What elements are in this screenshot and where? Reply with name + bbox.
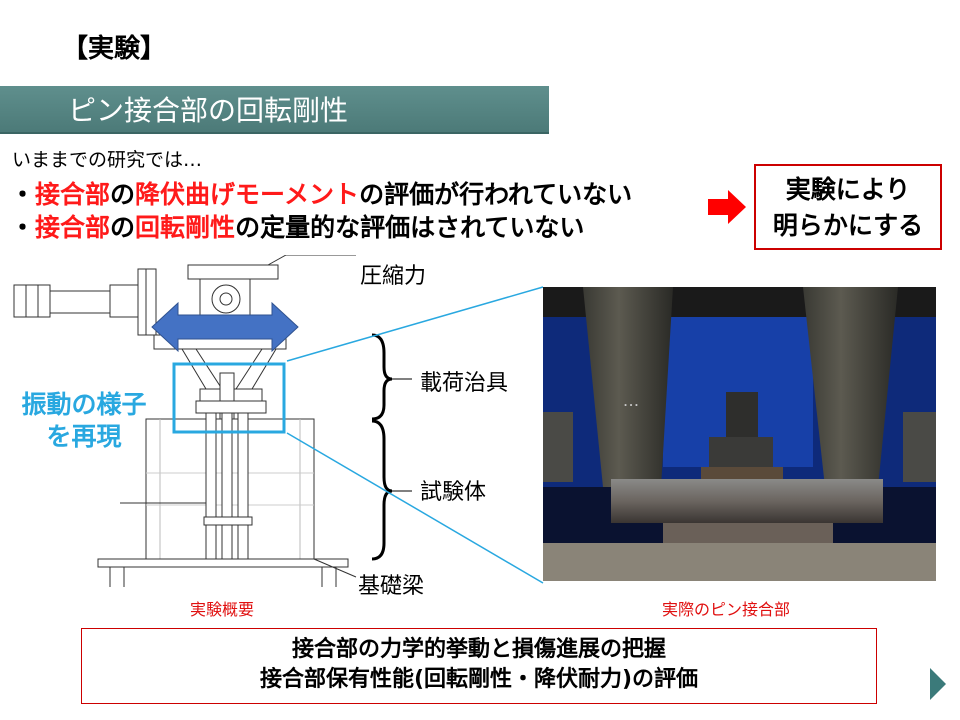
vibration-arrow-icon xyxy=(151,301,299,353)
bullet-1: ・接合部の降伏曲げモーメントの評価が行われていない xyxy=(10,175,632,211)
block-arrow-right-icon xyxy=(708,190,746,224)
compression-label: 圧縮力 xyxy=(360,264,427,289)
svg-text:︙: ︙ xyxy=(621,397,640,413)
conclusion-box: 接合部の力学的挙動と損傷進展の把握 接合部保有性能(回転剛性・降伏耐力)の評価 xyxy=(81,628,877,704)
bullet-2-part-3: 回転剛性 xyxy=(135,213,236,242)
bullet-1-part-1: 接合部 xyxy=(35,180,111,209)
result-line-1: 実験により xyxy=(785,175,911,204)
bullet-1-part-4: の評価が行われていない xyxy=(359,180,633,209)
title-bar xyxy=(0,86,549,134)
experiment-diagram xyxy=(13,255,544,587)
intro-text: いままでの研究では… xyxy=(12,149,203,171)
bullet-2-part-4: の定量的な評価はされていない xyxy=(235,213,585,242)
bullet-2-part-2: の xyxy=(110,213,136,242)
foundation-beam-label: 基礎梁 xyxy=(358,574,425,599)
bullet-1-part-3: 降伏曲げモーメント xyxy=(135,180,360,209)
result-box: 実験により 明らかにする xyxy=(754,164,942,250)
pin-joint-photo: ︙ xyxy=(543,287,936,581)
vibration-label: 振動の様子 を再現 xyxy=(8,389,160,453)
vibration-label-line-1: 振動の様子 xyxy=(21,390,147,419)
vibration-label-line-2: を再現 xyxy=(46,422,122,451)
conclusion-line-1: 接合部の力学的挙動と損傷進展の把握 xyxy=(291,637,666,662)
next-slide-button[interactable] xyxy=(930,668,946,700)
triangle-right-icon[interactable] xyxy=(930,668,946,700)
slide-title: ピン接合部の回転剛性 xyxy=(68,94,349,127)
result-line-2: 明らかにする xyxy=(772,211,924,240)
bullet-1-part-2: の xyxy=(110,180,136,209)
conclusion-line-2: 接合部保有性能(回転剛性・降伏耐力)の評価 xyxy=(259,667,699,692)
bullet-marker: ・ xyxy=(10,213,36,242)
section-label: 【実験】 xyxy=(62,34,167,64)
bullet-marker: ・ xyxy=(10,180,36,209)
specimen-label: 試験体 xyxy=(420,480,487,505)
overview-caption: 実験概要 xyxy=(190,600,255,619)
zoom-highlight-box xyxy=(172,362,286,434)
loading-jig-label: 載荷治具 xyxy=(420,371,509,396)
bullet-2-part-1: 接合部 xyxy=(35,213,111,242)
actual-joint-caption: 実際のピン接合部 xyxy=(662,600,791,619)
bullet-2: ・接合部の回転剛性の定量的な評価はされていない xyxy=(10,208,584,244)
